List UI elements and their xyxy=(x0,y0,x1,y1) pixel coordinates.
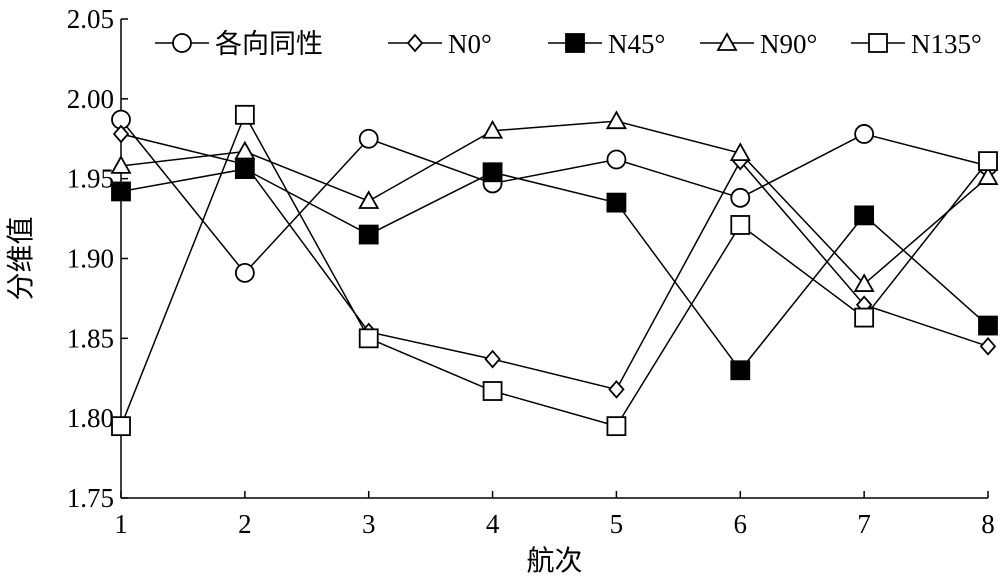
data-point xyxy=(978,315,998,336)
series-line xyxy=(120,120,989,286)
data-point xyxy=(854,205,875,226)
data-point xyxy=(111,416,131,437)
x-axis-label: 航次 xyxy=(526,545,582,577)
legend-label: N45° xyxy=(608,29,665,59)
data-point xyxy=(606,416,627,437)
data-point xyxy=(234,159,255,179)
data-point xyxy=(234,140,256,160)
data-point xyxy=(606,149,627,170)
x-tick-label: 7 xyxy=(857,509,871,539)
legend-marker xyxy=(868,33,888,53)
x-tick-label: 1 xyxy=(114,509,128,539)
x-tick-label: 8 xyxy=(981,509,995,539)
x-tick-label: 5 xyxy=(610,509,624,539)
data-point xyxy=(730,360,751,381)
x-tick-label: 3 xyxy=(362,509,376,539)
data-point xyxy=(358,190,380,209)
series-group xyxy=(110,104,999,437)
data-point xyxy=(111,181,131,202)
series-3 xyxy=(111,159,998,381)
data-point xyxy=(730,215,751,235)
data-point xyxy=(853,273,875,292)
legend-label: N90° xyxy=(760,29,817,59)
data-point xyxy=(482,381,503,401)
series-4 xyxy=(110,110,999,292)
legend-entry: N90° xyxy=(700,29,817,59)
axes: 1.75 1.80 1.85 1.90 1.95 2.00 2.05 1 2 3 4 5 6 7 8 xyxy=(67,4,995,539)
data-point xyxy=(358,128,379,149)
data-point xyxy=(234,104,255,125)
legend-entry: N45° xyxy=(548,29,665,59)
data-point xyxy=(854,307,875,328)
data-point xyxy=(482,119,504,139)
data-point xyxy=(729,142,751,162)
legend-label: 各向同性 xyxy=(215,29,323,59)
data-point xyxy=(605,110,627,130)
data-point xyxy=(977,166,999,185)
legend-label: N135° xyxy=(911,29,982,59)
data-point xyxy=(484,349,501,369)
data-point xyxy=(979,336,997,356)
y-tick-label: 1.80 xyxy=(67,403,114,433)
series-1 xyxy=(111,109,998,283)
legend-marker xyxy=(406,33,424,53)
data-point xyxy=(978,151,998,172)
data-point xyxy=(854,124,875,144)
data-point xyxy=(606,192,627,213)
data-point xyxy=(358,224,379,245)
y-tick-label: 1.85 xyxy=(67,323,114,353)
legend: 各向同性 N0° N45° N90° N135° xyxy=(155,29,982,59)
legend-entry: N135° xyxy=(851,29,982,59)
legend-marker xyxy=(716,32,738,51)
series-line xyxy=(120,133,989,391)
data-point xyxy=(358,328,379,349)
legend-entry: 各向同性 xyxy=(155,29,323,59)
series-line xyxy=(120,113,989,428)
data-point xyxy=(730,187,751,208)
y-tick-label: 1.95 xyxy=(67,164,114,194)
y-axis-label: 分维值 xyxy=(5,216,37,300)
series-line xyxy=(120,119,989,275)
y-tick-label: 1.75 xyxy=(67,483,114,513)
x-tick-label: 6 xyxy=(734,509,748,539)
legend-entry: N0° xyxy=(388,29,492,59)
legend-label: N0° xyxy=(448,29,492,59)
legend-marker xyxy=(565,33,585,53)
series-line xyxy=(120,168,989,372)
x-tick-label: 4 xyxy=(486,509,500,539)
y-tick-label: 2.05 xyxy=(67,4,114,34)
data-point xyxy=(608,380,625,399)
data-point xyxy=(110,155,132,174)
data-point xyxy=(234,262,255,283)
data-point xyxy=(482,162,503,183)
legend-marker xyxy=(172,33,192,53)
x-tick-label: 2 xyxy=(238,509,252,539)
y-tick-label: 1.90 xyxy=(67,244,114,274)
y-tick-label: 2.00 xyxy=(67,84,114,114)
series-5 xyxy=(111,104,998,437)
data-point xyxy=(112,124,130,144)
